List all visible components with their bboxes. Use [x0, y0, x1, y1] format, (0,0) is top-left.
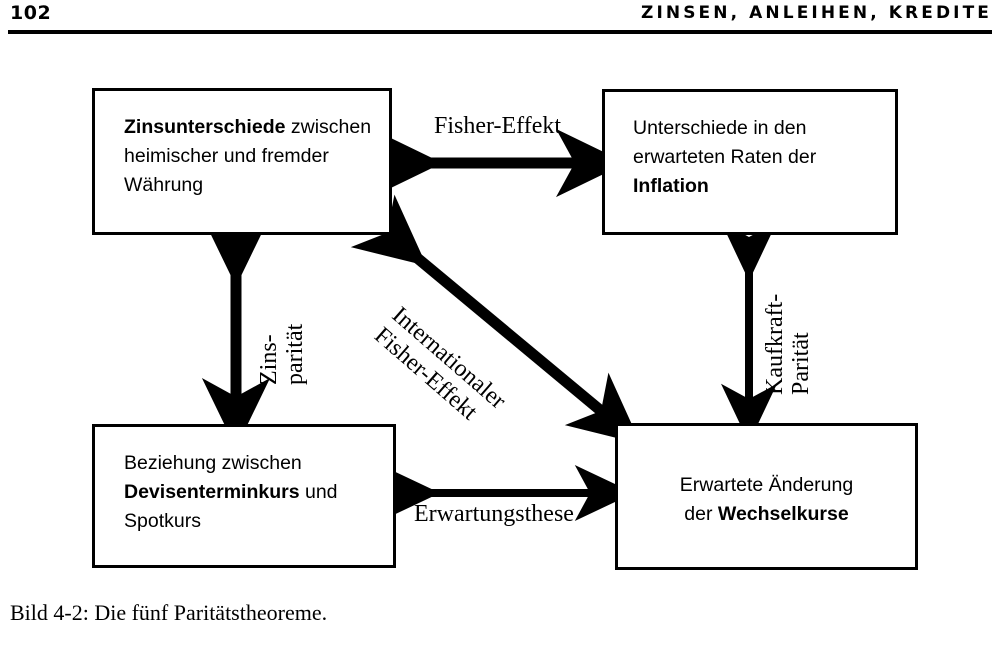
edge-label-erwartungsthese: Erwartungsthese	[414, 501, 574, 527]
node-label-line2-rest: der	[684, 503, 718, 525]
node-label-bold-term: Wechselkurse	[717, 503, 849, 525]
parity-theorems-diagram: Zinsunterschiede zwischen heimischer und…	[0, 34, 1000, 594]
node-label-line1: Beziehung zwischen	[124, 452, 302, 474]
node-label-line3: Spotkurs	[124, 510, 201, 532]
node-label-bold-term: Inflation	[633, 175, 709, 197]
node-label-line3: Währung	[124, 174, 204, 196]
node-label-line1: Erwartete Änderung	[679, 474, 854, 496]
node-label-line2: erwarteten Raten der	[633, 146, 817, 168]
node-box-top-right	[602, 89, 898, 235]
node-box-bottom-right	[615, 423, 918, 570]
arrow-internationaler-fisher-effekt	[350, 194, 641, 444]
edge-label-line2: parität	[282, 323, 308, 385]
diagram-arrows-layer	[201, 128, 777, 521]
edge-label-line1: Zins-	[256, 334, 282, 385]
figure-caption: Bild 4-2: Die fünf Paritätstheoreme.	[10, 600, 328, 625]
node-label-line1-rest: zwischen	[285, 116, 372, 138]
node-label-wechselkurse: Erwartete Änderung der Wechselkurse	[615, 471, 918, 529]
header-divider	[8, 30, 992, 34]
edge-label-fisher-effekt: Fisher-Effekt	[434, 113, 562, 139]
node-label-zinsunterschiede: Zinsunterschiede zwischen heimischer und…	[124, 113, 404, 200]
edge-label-zinsparitaet: Zins- parität	[256, 324, 308, 385]
node-label-bold-term: Zinsunterschiede	[124, 116, 286, 138]
edge-label-line1: Kaufkraft-	[762, 293, 788, 395]
node-box-bottom-left	[92, 424, 396, 568]
node-label-inflation: Unterschiede in den erwarteten Raten der…	[633, 114, 903, 201]
page-header: 102 ZINSEN, ANLEIHEN, KREDITE	[0, 0, 1000, 34]
running-head: ZINSEN, ANLEIHEN, KREDITE	[641, 3, 992, 23]
page-number: 102	[10, 2, 52, 24]
node-box-top-left	[92, 88, 392, 235]
node-label-line2-rest: und	[299, 481, 338, 503]
node-label-line1: Unterschiede in den	[633, 117, 807, 139]
edge-label-line2: Parität	[788, 332, 814, 395]
node-label-devisenterminkurs: Beziehung zwischen Devisenterminkurs und…	[124, 449, 404, 536]
node-label-line2: heimischer und fremder	[124, 145, 329, 167]
edge-label-kaufkraft-paritaet: Kaufkraft- Parität	[762, 294, 814, 395]
node-label-bold-term: Devisenterminkurs	[124, 481, 300, 503]
